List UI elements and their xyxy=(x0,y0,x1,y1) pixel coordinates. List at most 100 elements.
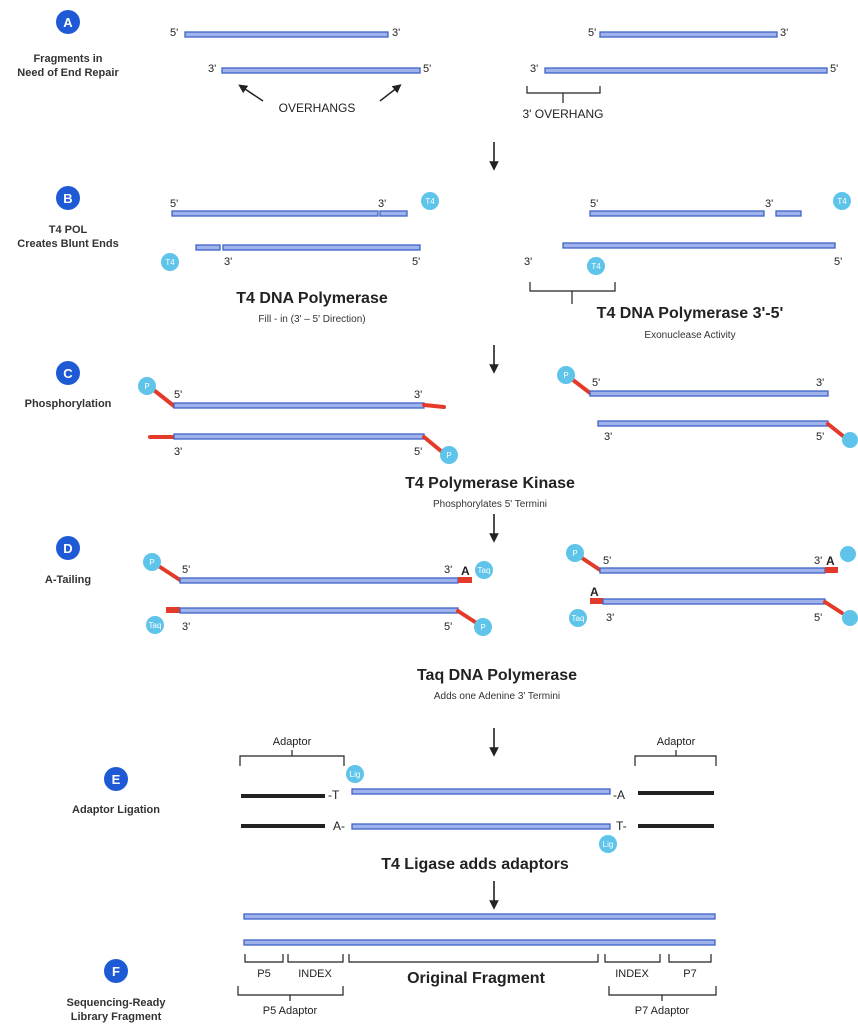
three-prime-label: 3' xyxy=(816,377,824,389)
phosphate-tail xyxy=(158,565,182,582)
phosphate-icon xyxy=(143,553,161,571)
dna-strand xyxy=(589,390,829,397)
five-prime-label: 5' xyxy=(444,621,452,633)
dna-strand xyxy=(179,607,459,614)
step-label: Fragments in xyxy=(33,53,102,65)
phosphate-icon xyxy=(474,618,492,636)
overhang-arrow xyxy=(379,84,402,102)
five-prime-label: 5' xyxy=(414,446,422,458)
step-letter: B xyxy=(63,191,72,206)
taq-subtitle: Adds one Adenine 3' Termini xyxy=(434,691,560,702)
five-prime-label: 5' xyxy=(816,431,824,443)
step-e: E Adaptor Ligation Adaptor Adaptor -T -A… xyxy=(72,736,717,873)
original-fragment-label: Original Fragment xyxy=(407,970,545,987)
dna-strand xyxy=(597,420,829,427)
three-prime-label: 3' xyxy=(780,27,788,39)
dna-strand xyxy=(179,577,459,584)
three-prime-label: 3' xyxy=(224,256,232,268)
taq-title: Taq DNA Polymerase xyxy=(417,667,577,684)
phosphate-icon xyxy=(557,366,575,384)
region-bracket xyxy=(668,954,712,963)
phosphate-tail xyxy=(153,389,176,408)
dna-strand-filled xyxy=(195,244,221,251)
dna-strand xyxy=(562,242,836,249)
ligase-label: Lig xyxy=(603,840,614,849)
adaptor-bracket xyxy=(239,750,345,766)
five-prime-label: 5' xyxy=(590,198,598,210)
step-letter: A xyxy=(63,15,73,30)
a-tail xyxy=(166,607,180,613)
p7-adaptor-label: P7 Adaptor xyxy=(635,1005,690,1017)
enzyme-label: T4 xyxy=(837,197,847,206)
phosphate-icon xyxy=(566,544,584,562)
three-prime-label: 3' xyxy=(378,198,386,210)
taq-enzyme-icon xyxy=(840,546,856,562)
region-bracket xyxy=(604,954,661,963)
exonuclease-bracket xyxy=(529,282,616,304)
three-prime-label: 3' xyxy=(604,431,612,443)
ligase-enzyme-icon xyxy=(599,835,617,853)
step-badge-d xyxy=(56,536,80,560)
adaptor-end-label: -T xyxy=(328,788,340,802)
phosphate-tail xyxy=(422,403,446,409)
adaptor-strand xyxy=(241,824,325,828)
dna-strand xyxy=(221,67,421,74)
adaptor-strand xyxy=(241,794,325,798)
step-label: A-Tailing xyxy=(45,574,91,586)
taq-label: Taq xyxy=(572,614,585,623)
dna-strand xyxy=(599,567,826,574)
taq-enzyme-icon xyxy=(475,561,493,579)
step-label: Sequencing-Ready xyxy=(66,997,166,1009)
step-a: A Fragments in Need of End Repair 5' 3' … xyxy=(17,10,838,121)
three-prime-label: 3' xyxy=(524,256,532,268)
adaptor-end-label: A- xyxy=(333,819,345,833)
phosphate-icon xyxy=(440,446,458,464)
step-badge-f xyxy=(104,959,128,983)
five-prime-label: 5' xyxy=(174,389,182,401)
overhang-arrow xyxy=(238,84,264,102)
step-badge-e xyxy=(104,767,128,791)
dna-strand xyxy=(351,823,611,830)
dna-strand-filled xyxy=(379,210,408,217)
phosphate-icon xyxy=(842,610,858,626)
step-b: B T4 POL Creates Blunt Ends 5' 3' T4 3' … xyxy=(17,186,851,341)
five-prime-label: 5' xyxy=(592,377,600,389)
ligase-title: T4 Ligase adds adaptors xyxy=(381,856,569,873)
dna-strand xyxy=(589,210,765,217)
phosphate-icon xyxy=(138,377,156,395)
three-prime-label: 3' xyxy=(174,446,182,458)
step-d: D A-Tailing P 5' 3' A Taq P Taq 3' 5' P … xyxy=(45,536,858,702)
step-label: Library Fragment xyxy=(71,1011,162,1023)
three-prime-label: 3' xyxy=(414,389,422,401)
polymerase-title: T4 DNA Polymerase 3'-5' xyxy=(597,305,784,322)
three-prime-label: 3' xyxy=(765,198,773,210)
region-bracket xyxy=(348,954,599,963)
taq-label: Taq xyxy=(149,621,162,630)
phosphate-label: P xyxy=(446,451,451,460)
polymerase-subtitle: Fill - in (3' – 5' Direction) xyxy=(258,314,365,325)
five-prime-label: 5' xyxy=(423,63,431,75)
five-prime-label: 5' xyxy=(830,63,838,75)
taq-label: Taq xyxy=(478,566,491,575)
five-prime-label: 5' xyxy=(170,198,178,210)
step-label: Phosphorylation xyxy=(25,398,112,410)
taq-enzyme-icon xyxy=(569,609,587,627)
five-prime-label: 5' xyxy=(588,27,596,39)
phosphate-label: P xyxy=(572,549,577,558)
five-prime-label: 5' xyxy=(412,256,420,268)
phosphate-tail xyxy=(456,609,477,624)
phosphate-tail xyxy=(823,600,844,615)
overhang-bracket xyxy=(526,86,601,103)
dna-strand xyxy=(171,210,379,217)
five-prime-label: 5' xyxy=(603,555,611,567)
step-label: T4 POL xyxy=(49,224,88,236)
phosphate-label: P xyxy=(144,382,149,391)
p5-label: P5 xyxy=(257,968,270,980)
five-prime-label: 5' xyxy=(170,27,178,39)
dna-strand xyxy=(184,31,389,38)
five-prime-label: 5' xyxy=(814,612,822,624)
step-label: Adaptor Ligation xyxy=(72,804,160,816)
region-bracket xyxy=(287,954,344,963)
five-prime-label: 5' xyxy=(182,564,190,576)
step-label: Creates Blunt Ends xyxy=(17,238,118,250)
